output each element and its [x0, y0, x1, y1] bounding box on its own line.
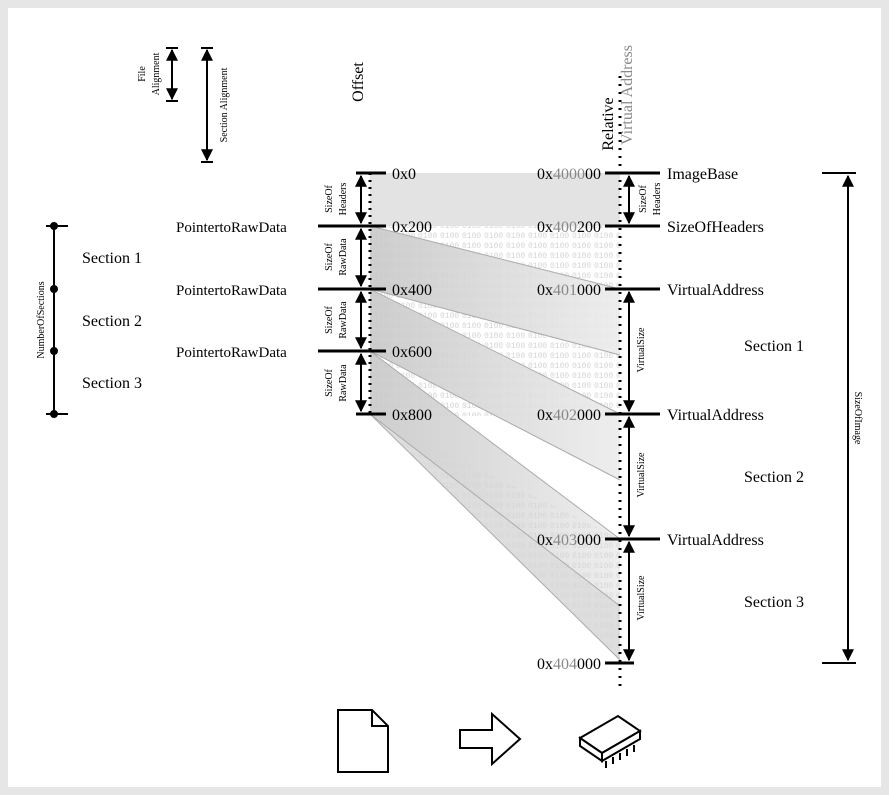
size-of-raw-data-1b: RawData: [338, 238, 349, 276]
address-2: 0x401000: [537, 282, 601, 299]
mapping-bands: [369, 173, 621, 661]
virtual-address-2: VirtualAddress: [667, 407, 764, 424]
size-of-raw-data-3: SizeOf: [324, 368, 335, 396]
right-section-1: Section 1: [744, 338, 804, 355]
rva-size-of-headers: SizeOf: [638, 184, 649, 212]
offset-0: 0x0: [392, 166, 416, 183]
pe-mapping-diagram: 0100 File Alignment Section Alignment: [36, 45, 863, 773]
size-of-raw-data-3b: RawData: [338, 364, 349, 402]
file-alignment-label-2: Alignment: [151, 52, 162, 95]
file-icon: [337, 709, 389, 773]
file-alignment-label: File: [137, 66, 148, 82]
address-3: 0x402000: [537, 407, 601, 424]
virtual-axis: [605, 76, 660, 690]
offset-200: 0x200: [392, 219, 432, 236]
pointer-raw-data-3: PointertoRawData: [176, 345, 287, 361]
left-section-2: Section 2: [82, 313, 142, 330]
size-of-raw-data-2b: RawData: [338, 301, 349, 339]
pointer-raw-data-1: PointertoRawData: [176, 220, 287, 236]
address-1: 0x400200: [537, 219, 601, 236]
arrow-right-icon: [459, 711, 522, 767]
right-section-3: Section 3: [744, 594, 804, 611]
right-section-2: Section 2: [744, 469, 804, 486]
number-of-sections-label: NumberOfSections: [36, 281, 47, 358]
offset-800: 0x800: [392, 407, 432, 424]
number-of-sections-bracket: [46, 222, 68, 418]
offset-axis: [318, 171, 386, 416]
address-4: 0x403000: [537, 532, 601, 549]
rva-header-line1: Relative: [600, 97, 617, 150]
virtual-size-2: VirtualSize: [636, 452, 647, 498]
offset-400: 0x400: [392, 282, 432, 299]
rva-size-of-headers-2: Headers: [652, 183, 663, 216]
left-section-1: Section 1: [82, 250, 142, 267]
size-of-headers-label: SizeOf: [324, 184, 335, 212]
virtual-size-1: VirtualSize: [636, 327, 647, 373]
virtual-size-3: VirtualSize: [636, 575, 647, 621]
left-section-3: Section 3: [82, 375, 142, 392]
pointer-raw-data-2: PointertoRawData: [176, 283, 287, 299]
address-5: 0x404000: [537, 656, 601, 673]
size-of-raw-data-2: SizeOf: [324, 305, 335, 333]
size-of-image-label: SizeOfImage: [852, 392, 863, 445]
size-of-raw-data-1: SizeOf: [324, 242, 335, 270]
rva-header-line2: Virtual Address: [619, 45, 636, 145]
virtual-address-1: VirtualAddress: [667, 282, 764, 299]
offset-header: Offset: [350, 62, 367, 102]
section-alignment-label: Section Alignment: [219, 67, 230, 142]
diagram-frame: 0100 File Alignment Section Alignment: [8, 8, 881, 787]
address-0: 0x400000: [537, 166, 601, 183]
image-base-label: ImageBase: [667, 166, 738, 183]
virtual-address-3: VirtualAddress: [667, 532, 764, 549]
size-of-image-bracket: [822, 172, 856, 664]
offset-600: 0x600: [392, 344, 432, 361]
size-of-headers-right: SizeOfHeaders: [667, 219, 764, 236]
chip-icon: [578, 714, 642, 768]
size-of-headers-label-2: Headers: [338, 183, 349, 216]
alignment-markers: [166, 47, 213, 163]
